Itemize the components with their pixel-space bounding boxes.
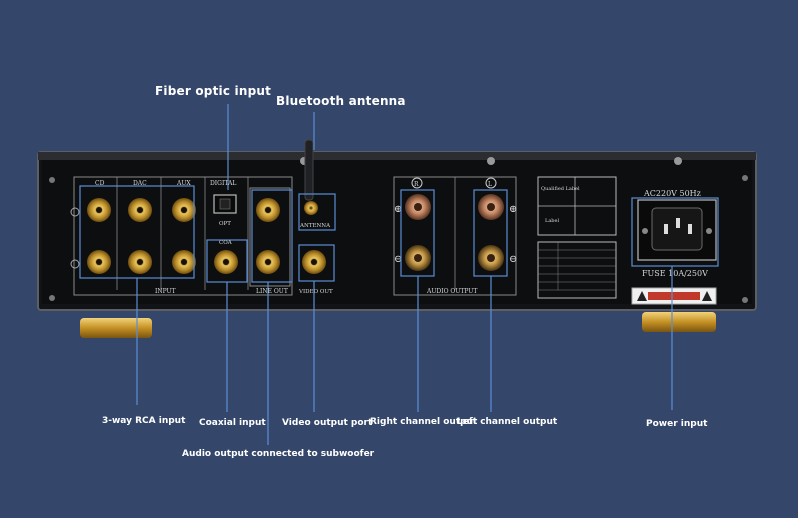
- callout-video-output-port: Video output port: [282, 418, 373, 428]
- antenna-rod: [304, 139, 314, 201]
- callout-coaxial-input: Coaxial input: [199, 418, 266, 428]
- panel-label-coa: COA: [219, 240, 233, 246]
- callout-lines: [79, 104, 719, 445]
- chassis-lip: [38, 152, 756, 160]
- callout-left-channel-output: Left channel output: [457, 417, 558, 427]
- svg-text:⊖: ⊖: [509, 254, 517, 265]
- svg-text:⊕: ⊕: [509, 204, 517, 215]
- panel-label-input: INPUT: [155, 288, 176, 295]
- binding-posts: [405, 194, 504, 271]
- panel-label-r: R: [414, 181, 419, 188]
- screw-icon: [49, 177, 55, 183]
- callout-power-input: Power input: [646, 419, 708, 429]
- foot-left: [80, 318, 152, 338]
- antenna-connector: [304, 201, 318, 215]
- panel-label-line-out: LINE OUT: [256, 288, 288, 295]
- callout-right-channel-output: Right channel output: [370, 417, 478, 427]
- screw-icon: [487, 157, 495, 165]
- panel-label-label: Label: [545, 218, 559, 224]
- panel-label-aux: AUX: [176, 180, 191, 187]
- screw-icon: [742, 297, 748, 303]
- callout-bluetooth-antenna: Bluetooth antenna: [276, 94, 406, 108]
- callout-fiber-optic-input: Fiber optic input: [155, 84, 272, 98]
- panel-label-audio-output: AUDIO OUTPUT: [426, 288, 477, 295]
- panel-label-qualified: Qualified Label: [541, 186, 580, 192]
- foot-right: [642, 312, 716, 332]
- right-channel-marker: [411, 177, 423, 189]
- screw-icon: [742, 175, 748, 181]
- spec-table: [537, 241, 617, 299]
- line-out-frame: [249, 187, 291, 287]
- panel-label-video-out: VIDEO OUT: [298, 289, 333, 295]
- chassis-panel: [42, 158, 752, 304]
- warning-triangle-icon: [637, 291, 647, 301]
- panel-label-ac-rating: AC220V 50Hz: [643, 189, 701, 198]
- power-inlet-socket: [651, 207, 703, 251]
- svg-text:⊖: ⊖: [394, 254, 402, 265]
- warning-triangle-icon: [702, 291, 712, 301]
- callout-rca-input: 3-way RCA input: [102, 416, 186, 426]
- panel-label-dac: DAC: [133, 180, 147, 187]
- screw-icon: [49, 295, 55, 301]
- left-channel-marker: [485, 177, 497, 189]
- panel-label-opt: OPT: [219, 221, 231, 227]
- screw-icon: [674, 157, 682, 165]
- panel-label-digital: DIGITAL: [210, 180, 236, 187]
- panel-label-antenna: ANTENNA: [299, 223, 331, 229]
- svg-text:⊕: ⊕: [394, 204, 402, 215]
- panel-label-fuse: FUSE 10A/250V: [642, 269, 708, 278]
- panel-label-cd: CD: [95, 180, 105, 187]
- rca-jack-centers: [96, 207, 317, 265]
- callout-subwoofer-output: Audio output connected to subwoofer: [182, 449, 375, 459]
- panel-label-l: L: [488, 181, 492, 188]
